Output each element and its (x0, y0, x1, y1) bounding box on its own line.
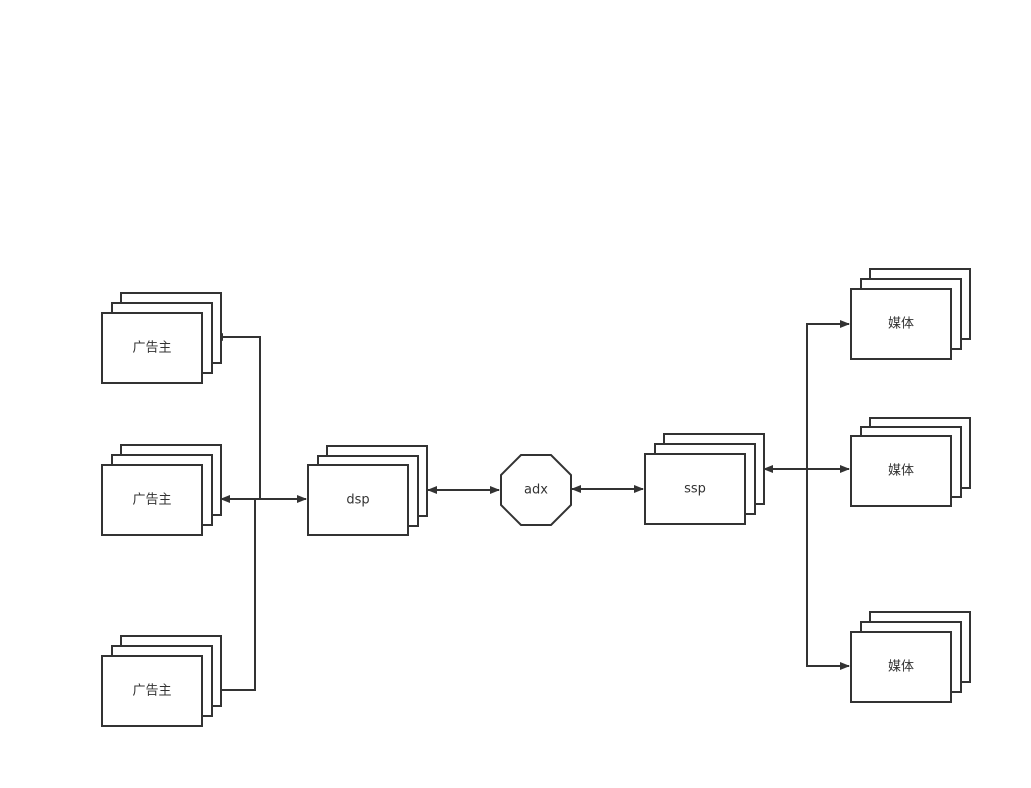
advertiser-label: 广告主 (132, 341, 171, 356)
advertiser-node: 广告主 (101, 292, 222, 384)
edge-dsp-advertiser-1 (213, 333, 261, 500)
media-label: 媒体 (888, 317, 914, 332)
dsp-node: dsp (307, 445, 428, 536)
media-node: 媒体 (850, 611, 971, 703)
media-node: 媒体 (850, 417, 971, 507)
advertiser-node: 广告主 (101, 444, 222, 536)
advertiser-label: 广告主 (132, 684, 171, 699)
advertiser-label: 广告主 (132, 493, 171, 508)
advertiser-node: 广告主 (101, 635, 222, 727)
ssp-node: ssp (644, 433, 765, 525)
adx-node: adx (500, 454, 572, 526)
ssp-label: ssp (684, 482, 706, 497)
dsp-label: dsp (346, 493, 369, 508)
edge-ssp-media-3 (806, 468, 850, 670)
media-label: 媒体 (888, 660, 914, 675)
connectors (204, 320, 850, 694)
media-node: 媒体 (850, 268, 971, 360)
adx-label: adx (524, 483, 548, 498)
media-label: 媒体 (888, 464, 914, 479)
edge-ssp-media-1 (806, 320, 850, 468)
